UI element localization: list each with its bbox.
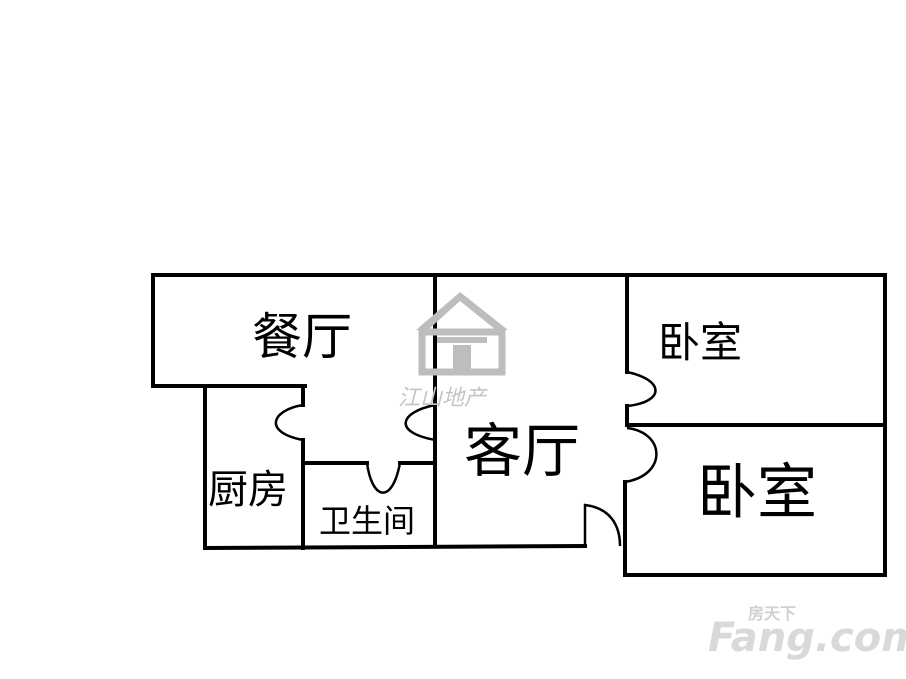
door-kitchen <box>274 403 304 442</box>
door-bedroom-top <box>626 370 657 408</box>
door-swings <box>274 370 658 547</box>
house-door-icon <box>453 345 471 372</box>
door-bathroom <box>365 462 402 494</box>
door-bedroom-bottom <box>624 426 658 484</box>
walls <box>151 273 887 577</box>
room-label-dining: 餐厅 <box>252 308 352 366</box>
wall-bottom-left <box>202 543 588 551</box>
agency-watermark-text: 江山地产 <box>398 386 487 411</box>
house-roof-icon <box>416 292 508 330</box>
site-watermark-logo: Fang.com <box>708 615 906 661</box>
room-label-bedroom-bottom: 卧室 <box>697 458 817 528</box>
door-dining-living <box>404 403 436 442</box>
door-entrance <box>583 503 622 547</box>
room-label-bathroom: 卫生间 <box>319 502 416 540</box>
room-label-living: 客厅 <box>464 417 581 485</box>
site-watermark-small: 房天下 <box>748 604 797 623</box>
room-label-bedroom-top: 卧室 <box>658 318 743 367</box>
agency-logo <box>416 292 508 376</box>
room-label-kitchen: 厨房 <box>208 467 288 513</box>
